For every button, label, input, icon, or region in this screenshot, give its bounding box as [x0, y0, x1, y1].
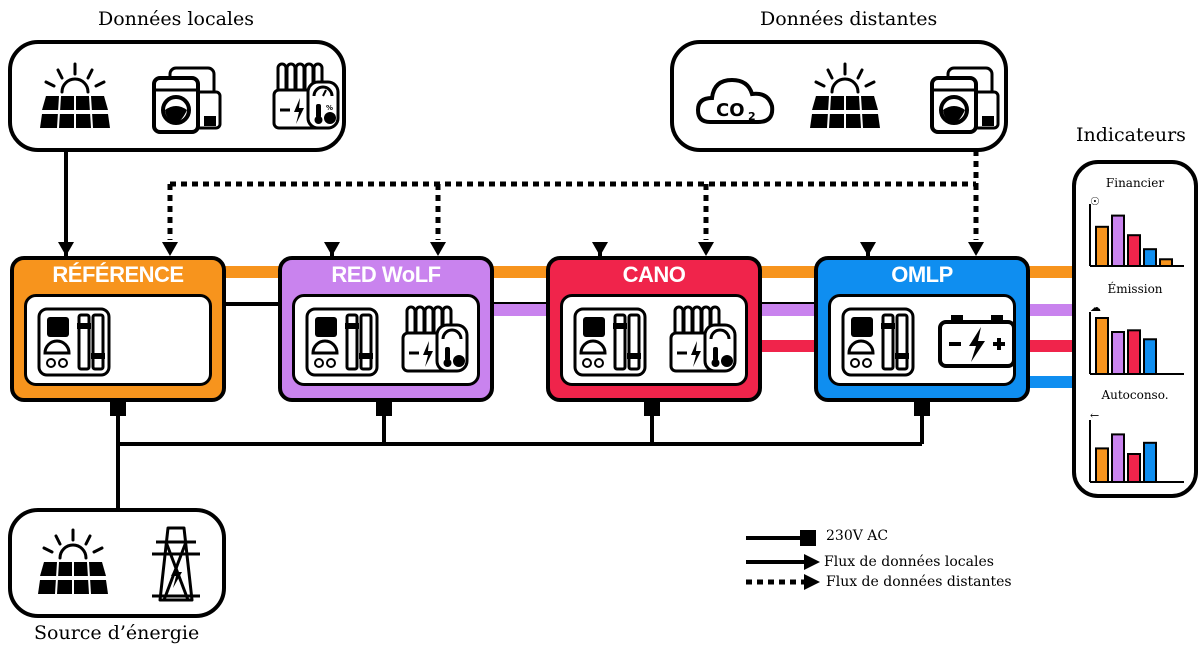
co2-cloud-icon: ☁: [1090, 301, 1101, 314]
system-links: [224, 266, 1074, 388]
battery-icon: [938, 315, 1016, 368]
energy-source-box: [8, 508, 226, 618]
local-data-caption: Données locales: [98, 8, 254, 30]
system-title: OMLP: [891, 262, 953, 287]
power-pylon-icon: [152, 526, 200, 602]
heating-thermostat-icon: [669, 305, 737, 373]
indicators-caption: Indicateurs: [1076, 124, 1186, 146]
indicator-bar: [1111, 214, 1125, 268]
local-data-box: %: [8, 40, 346, 152]
controller-icon: [37, 307, 111, 377]
power-bus: [116, 410, 924, 512]
indicator-bar: [1143, 441, 1157, 483]
indicator-bar: [1095, 447, 1109, 483]
controller-icon: [305, 307, 379, 377]
indicator-bar: [1143, 248, 1157, 267]
system-panel: [292, 294, 480, 386]
remote-data-caption: Données distantes: [760, 8, 938, 30]
system-panel: [828, 294, 1016, 386]
system-title: CANO: [622, 262, 686, 287]
indicator-bar: [1127, 453, 1141, 483]
remote-data-box: CO 2: [670, 40, 1008, 152]
system-cano: CANO: [546, 256, 762, 402]
money-bag-icon: ☉: [1090, 195, 1100, 208]
system-omlp: OMLP: [814, 256, 1030, 402]
system-title: RED WoLF: [331, 262, 441, 287]
indicator-self-consumption-chart: [1089, 420, 1184, 483]
solar-panel-icon: [38, 528, 108, 595]
controller-icon: [841, 307, 915, 377]
system-panel: [560, 294, 748, 386]
system-panel: [24, 294, 212, 386]
system-red-wolf: RED WoLF: [278, 256, 494, 402]
washing-machine-icon: [930, 66, 1000, 134]
remote-data-arrowheads: [162, 242, 984, 256]
solar-panel-icon: [40, 62, 110, 129]
power-plugs: [110, 400, 930, 416]
heating-thermostat-icon: [401, 305, 469, 373]
indicator-emission-label: Émission: [1107, 282, 1163, 296]
co2-subscript: 2: [748, 110, 756, 123]
indicator-bar: [1127, 234, 1141, 267]
legend-symbols: [746, 530, 820, 590]
washing-machine-icon: [152, 66, 222, 134]
indicator-bar: [1127, 329, 1141, 375]
system-title: RÉFÉRENCE: [52, 262, 184, 287]
indicator-bar: [1095, 225, 1109, 267]
co2-cloud-icon: CO 2: [695, 77, 775, 124]
indicator-self-consumption-label: Autoconso.: [1101, 388, 1169, 402]
indicators-panel: Financier ☉ Émission ☁ Autoconso. ←: [1072, 160, 1198, 498]
system-reference: RÉFÉRENCE: [10, 256, 226, 402]
indicator-bar: [1111, 331, 1125, 375]
indicator-bar: [1143, 338, 1157, 376]
energy-source-caption: Source d’énergie: [34, 622, 200, 644]
local-data-arrowheads: [58, 242, 876, 256]
heating-thermostat-icon: %: [272, 62, 340, 130]
indicator-bar: [1159, 258, 1173, 267]
remote-data-flow-lines: [167, 150, 979, 240]
co2-text: CO: [716, 100, 745, 121]
self-consumption-icon: ←: [1090, 409, 1100, 422]
indicator-bar: [1111, 433, 1125, 483]
legend-remote-flow: Flux de données distantes: [826, 574, 1012, 590]
controller-icon: [573, 307, 647, 377]
indicator-financial-label: Financier: [1105, 176, 1165, 190]
svg-text:%: %: [326, 104, 333, 112]
legend-local-flow: Flux de données locales: [824, 554, 994, 570]
indicator-financial-chart: [1089, 204, 1184, 268]
legend-power: 230V AC: [826, 528, 889, 544]
indicator-bar: [1095, 317, 1109, 375]
indicator-emission-chart: [1089, 312, 1184, 376]
solar-panel-icon: [810, 62, 880, 129]
